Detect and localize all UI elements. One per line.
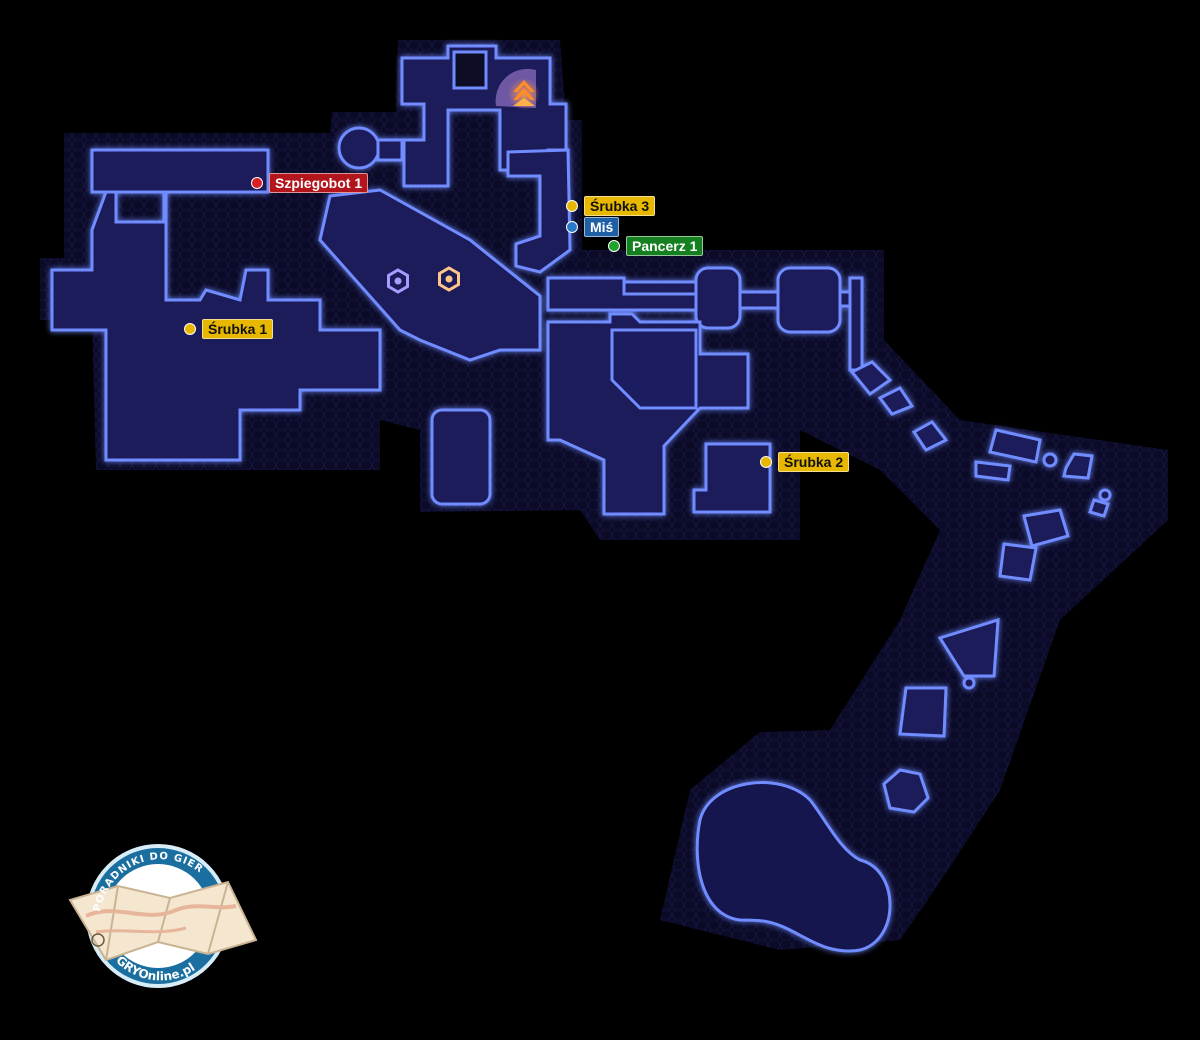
marker-srubka-2[interactable]: Śrubka 2 [760, 452, 850, 472]
marker-label: Śrubka 1 [202, 319, 274, 339]
marker-label: Śrubka 3 [584, 196, 656, 216]
checkpoint-icon-violet[interactable] [387, 268, 409, 294]
marker-dot [760, 456, 772, 468]
marker-label: Szpiegobot 1 [269, 173, 369, 193]
exit-arrow-icon[interactable] [495, 68, 540, 110]
map-rooms [50, 44, 1112, 953]
gryonline-logo: PORADNIKI DO GIER GRYOnline.pl [68, 844, 258, 988]
marker-srubka-3[interactable]: Śrubka 3 [566, 196, 656, 216]
marker-label: Śrubka 2 [778, 452, 850, 472]
marker-label: Pancerz 1 [626, 236, 704, 256]
marker-szpiegobot-1[interactable]: Szpiegobot 1 [251, 173, 369, 193]
marker-dot [251, 177, 263, 189]
marker-dot [566, 221, 578, 233]
marker-label: Miś [584, 217, 620, 237]
marker-pancerz-1[interactable]: Pancerz 1 [608, 236, 704, 256]
marker-dot [608, 240, 620, 252]
checkpoint-icon-orange[interactable] [438, 266, 460, 292]
marker-mis[interactable]: Miś [566, 217, 620, 237]
marker-dot [566, 200, 578, 212]
marker-dot [184, 323, 196, 335]
marker-srubka-1[interactable]: Śrubka 1 [184, 319, 274, 339]
